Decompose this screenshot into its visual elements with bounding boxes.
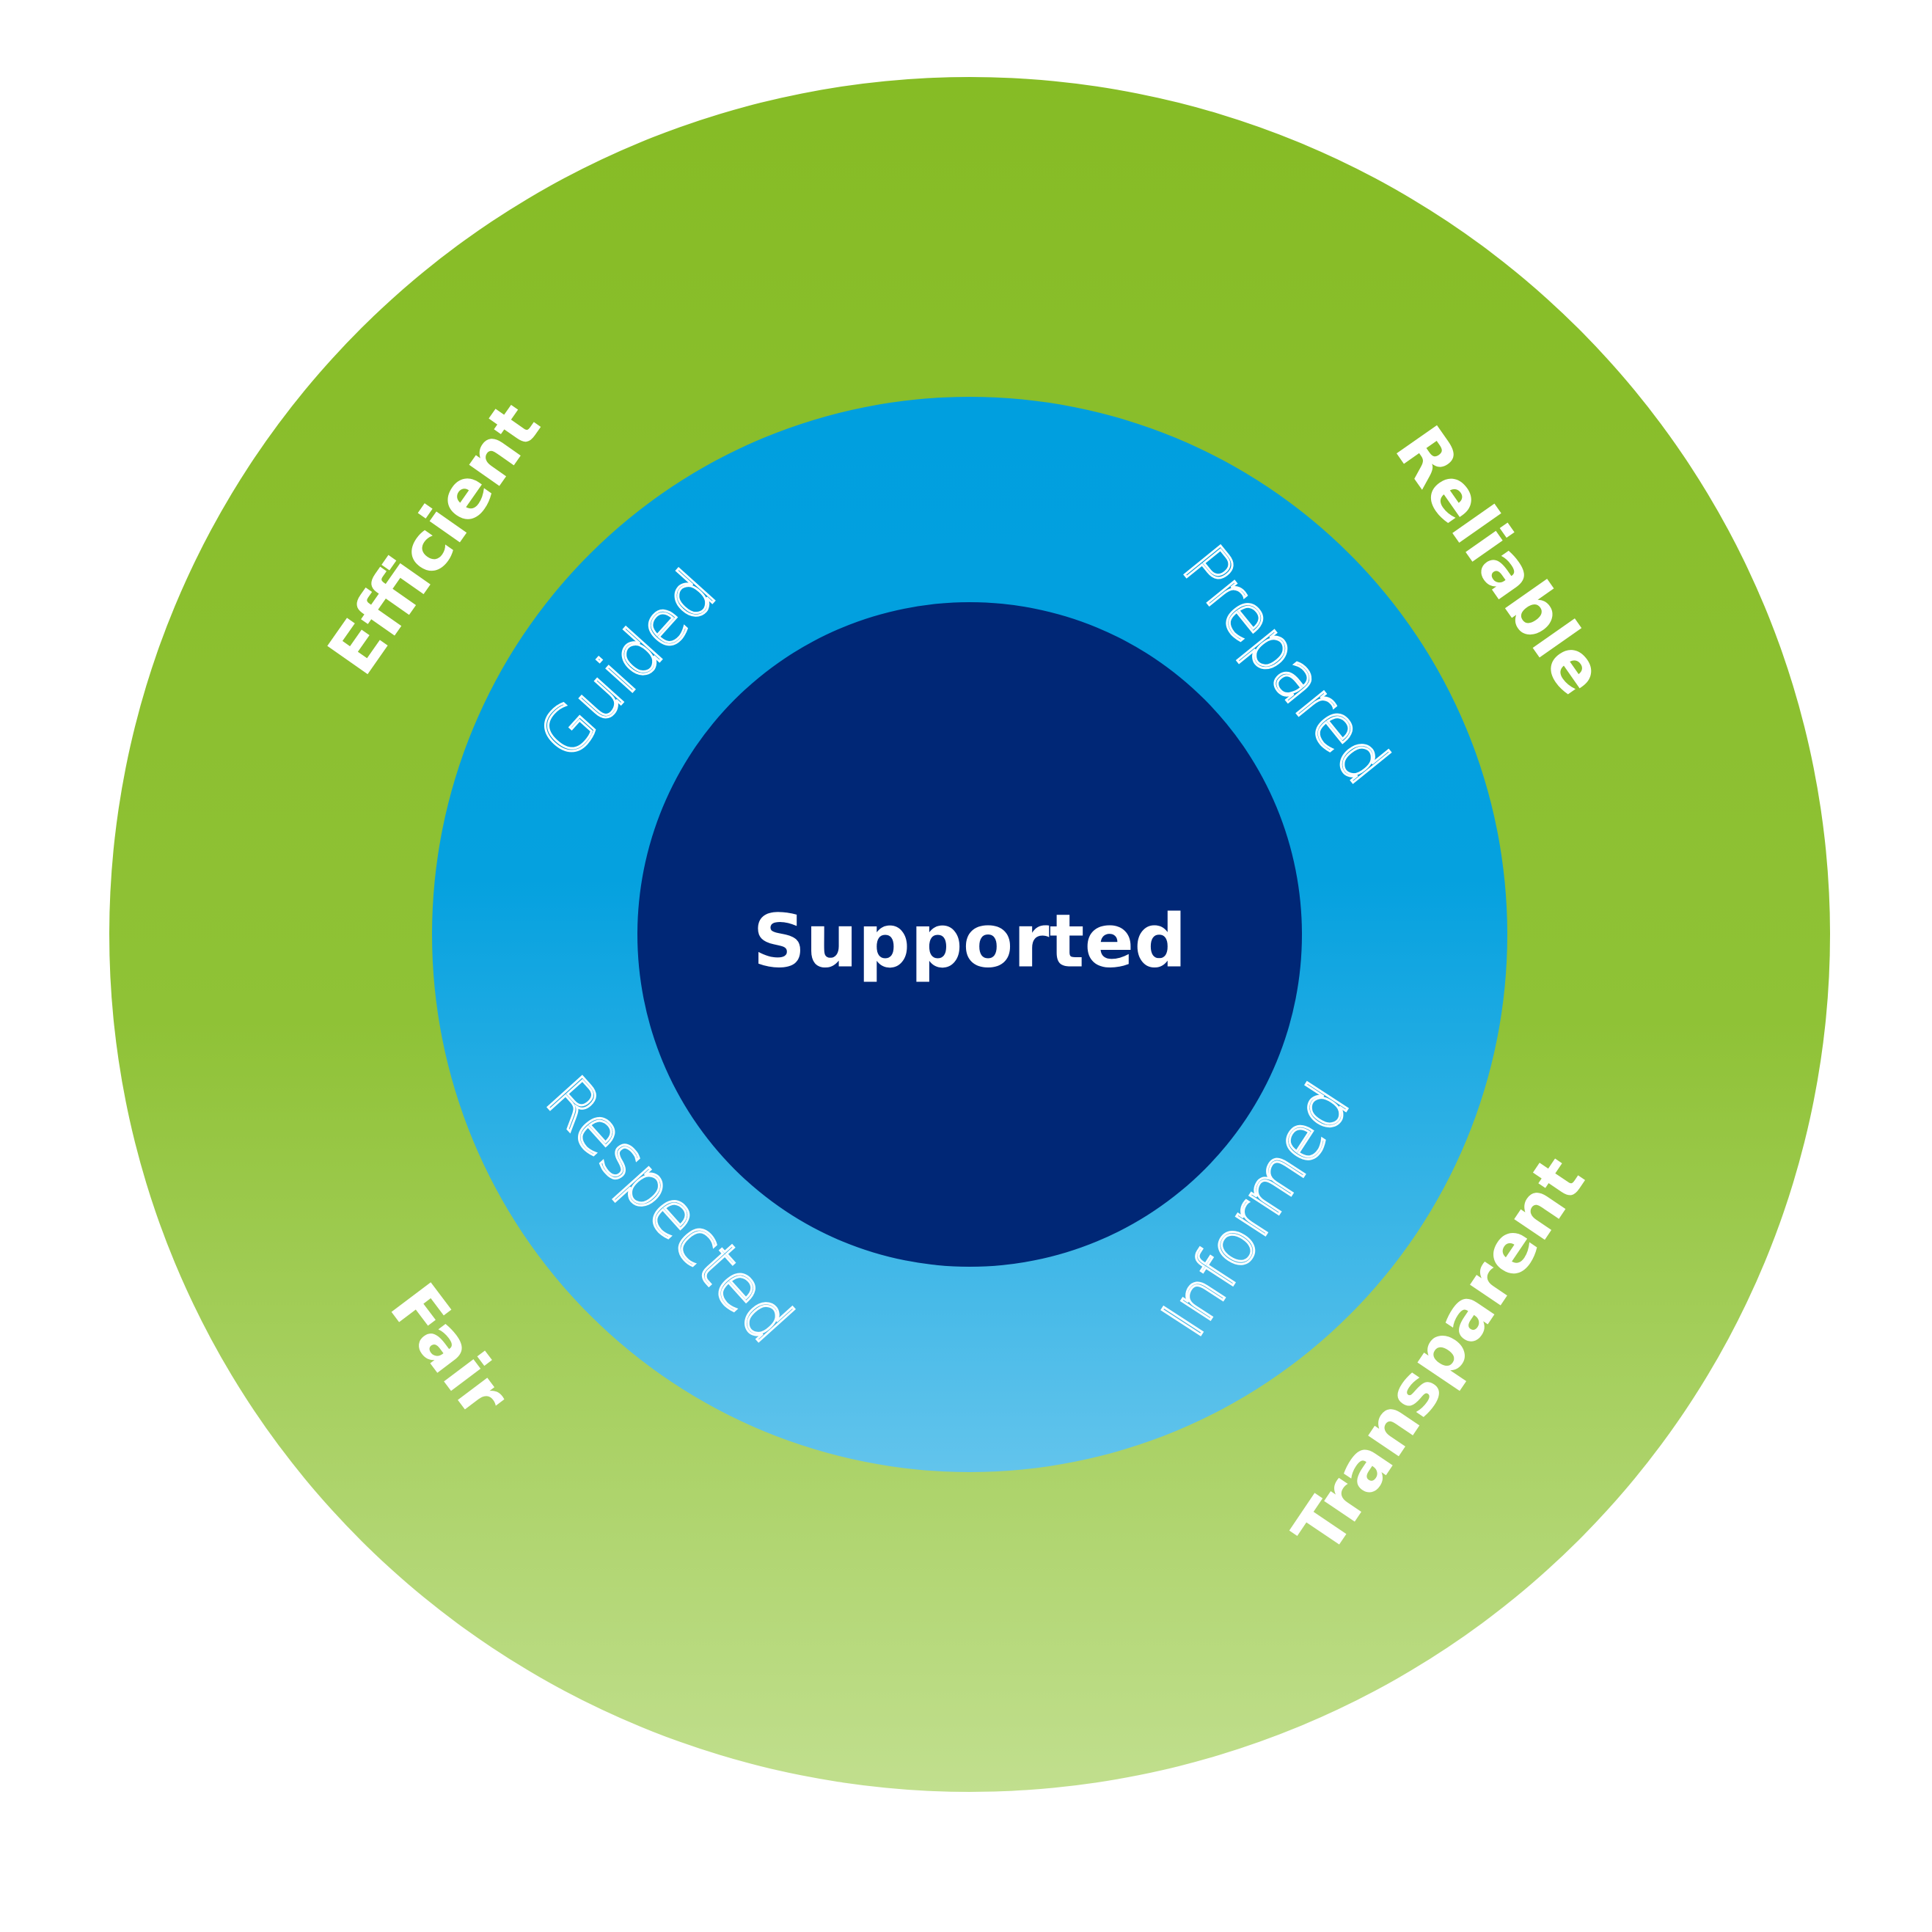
center-label: Supported — [753, 898, 1187, 984]
core-circle — [637, 602, 1302, 1267]
